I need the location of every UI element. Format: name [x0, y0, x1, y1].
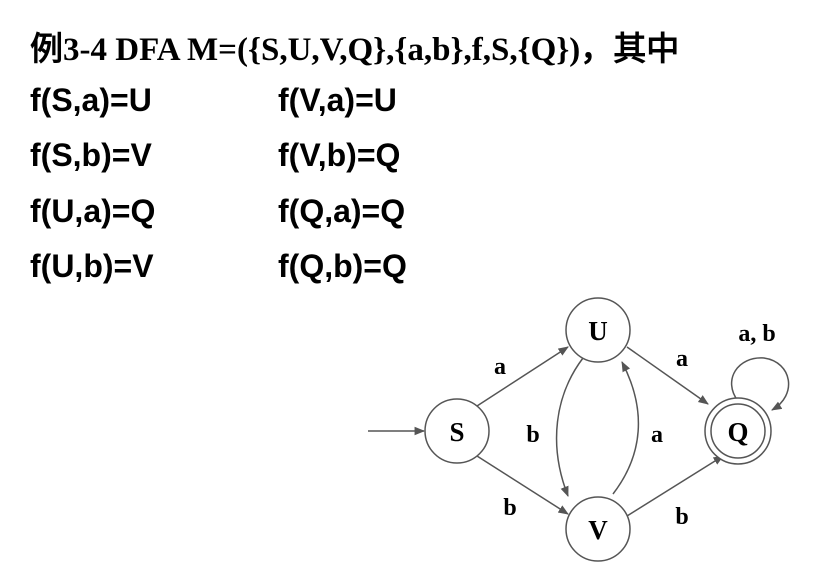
edge-label-s-v: b: [503, 495, 516, 521]
edge-label-s-u: a: [494, 354, 506, 380]
edge-q-q: [730, 357, 790, 411]
edge-u-q: [626, 346, 709, 405]
transition-left-1: f(S,a)=U: [30, 82, 152, 118]
state-s-label: S: [449, 417, 464, 447]
transition-right-2: f(V,b)=Q: [278, 137, 401, 173]
state-u: [565, 297, 631, 363]
edge-label-u-v: b: [526, 422, 539, 448]
state-s: [424, 398, 490, 464]
edge-s-v: [476, 455, 569, 515]
transition-right-3: f(Q,a)=Q: [278, 193, 406, 229]
transition-right-1: f(V,a)=U: [278, 82, 397, 118]
edge-v-u: [612, 361, 640, 495]
edge-label-v-u: a: [651, 422, 663, 448]
edge-u-v: [555, 357, 584, 497]
state-q-label: Q: [727, 417, 748, 447]
edge-label-q-q: a, b: [738, 321, 775, 347]
transition-left-4: f(U,b)=V: [30, 248, 154, 284]
edge-label-u-q: a: [676, 346, 688, 372]
transition-left-2: f(S,b)=V: [30, 137, 152, 173]
state-q-inner: [710, 403, 766, 459]
transition-right-4: f(Q,b)=Q: [278, 248, 407, 284]
state-q-outer: [704, 397, 772, 465]
state-v: [565, 496, 631, 562]
title: 例3-4 DFA M=({S,U,V,Q},{a,b},f,S,{Q})，其中: [30, 32, 680, 68]
edge-label-v-q: b: [675, 504, 688, 530]
transition-left-3: f(U,a)=Q: [30, 193, 156, 229]
edge-s-u: [476, 346, 569, 407]
state-v-label: V: [588, 515, 608, 545]
edge-v-q: [626, 455, 724, 517]
state-u-label: U: [588, 316, 608, 346]
